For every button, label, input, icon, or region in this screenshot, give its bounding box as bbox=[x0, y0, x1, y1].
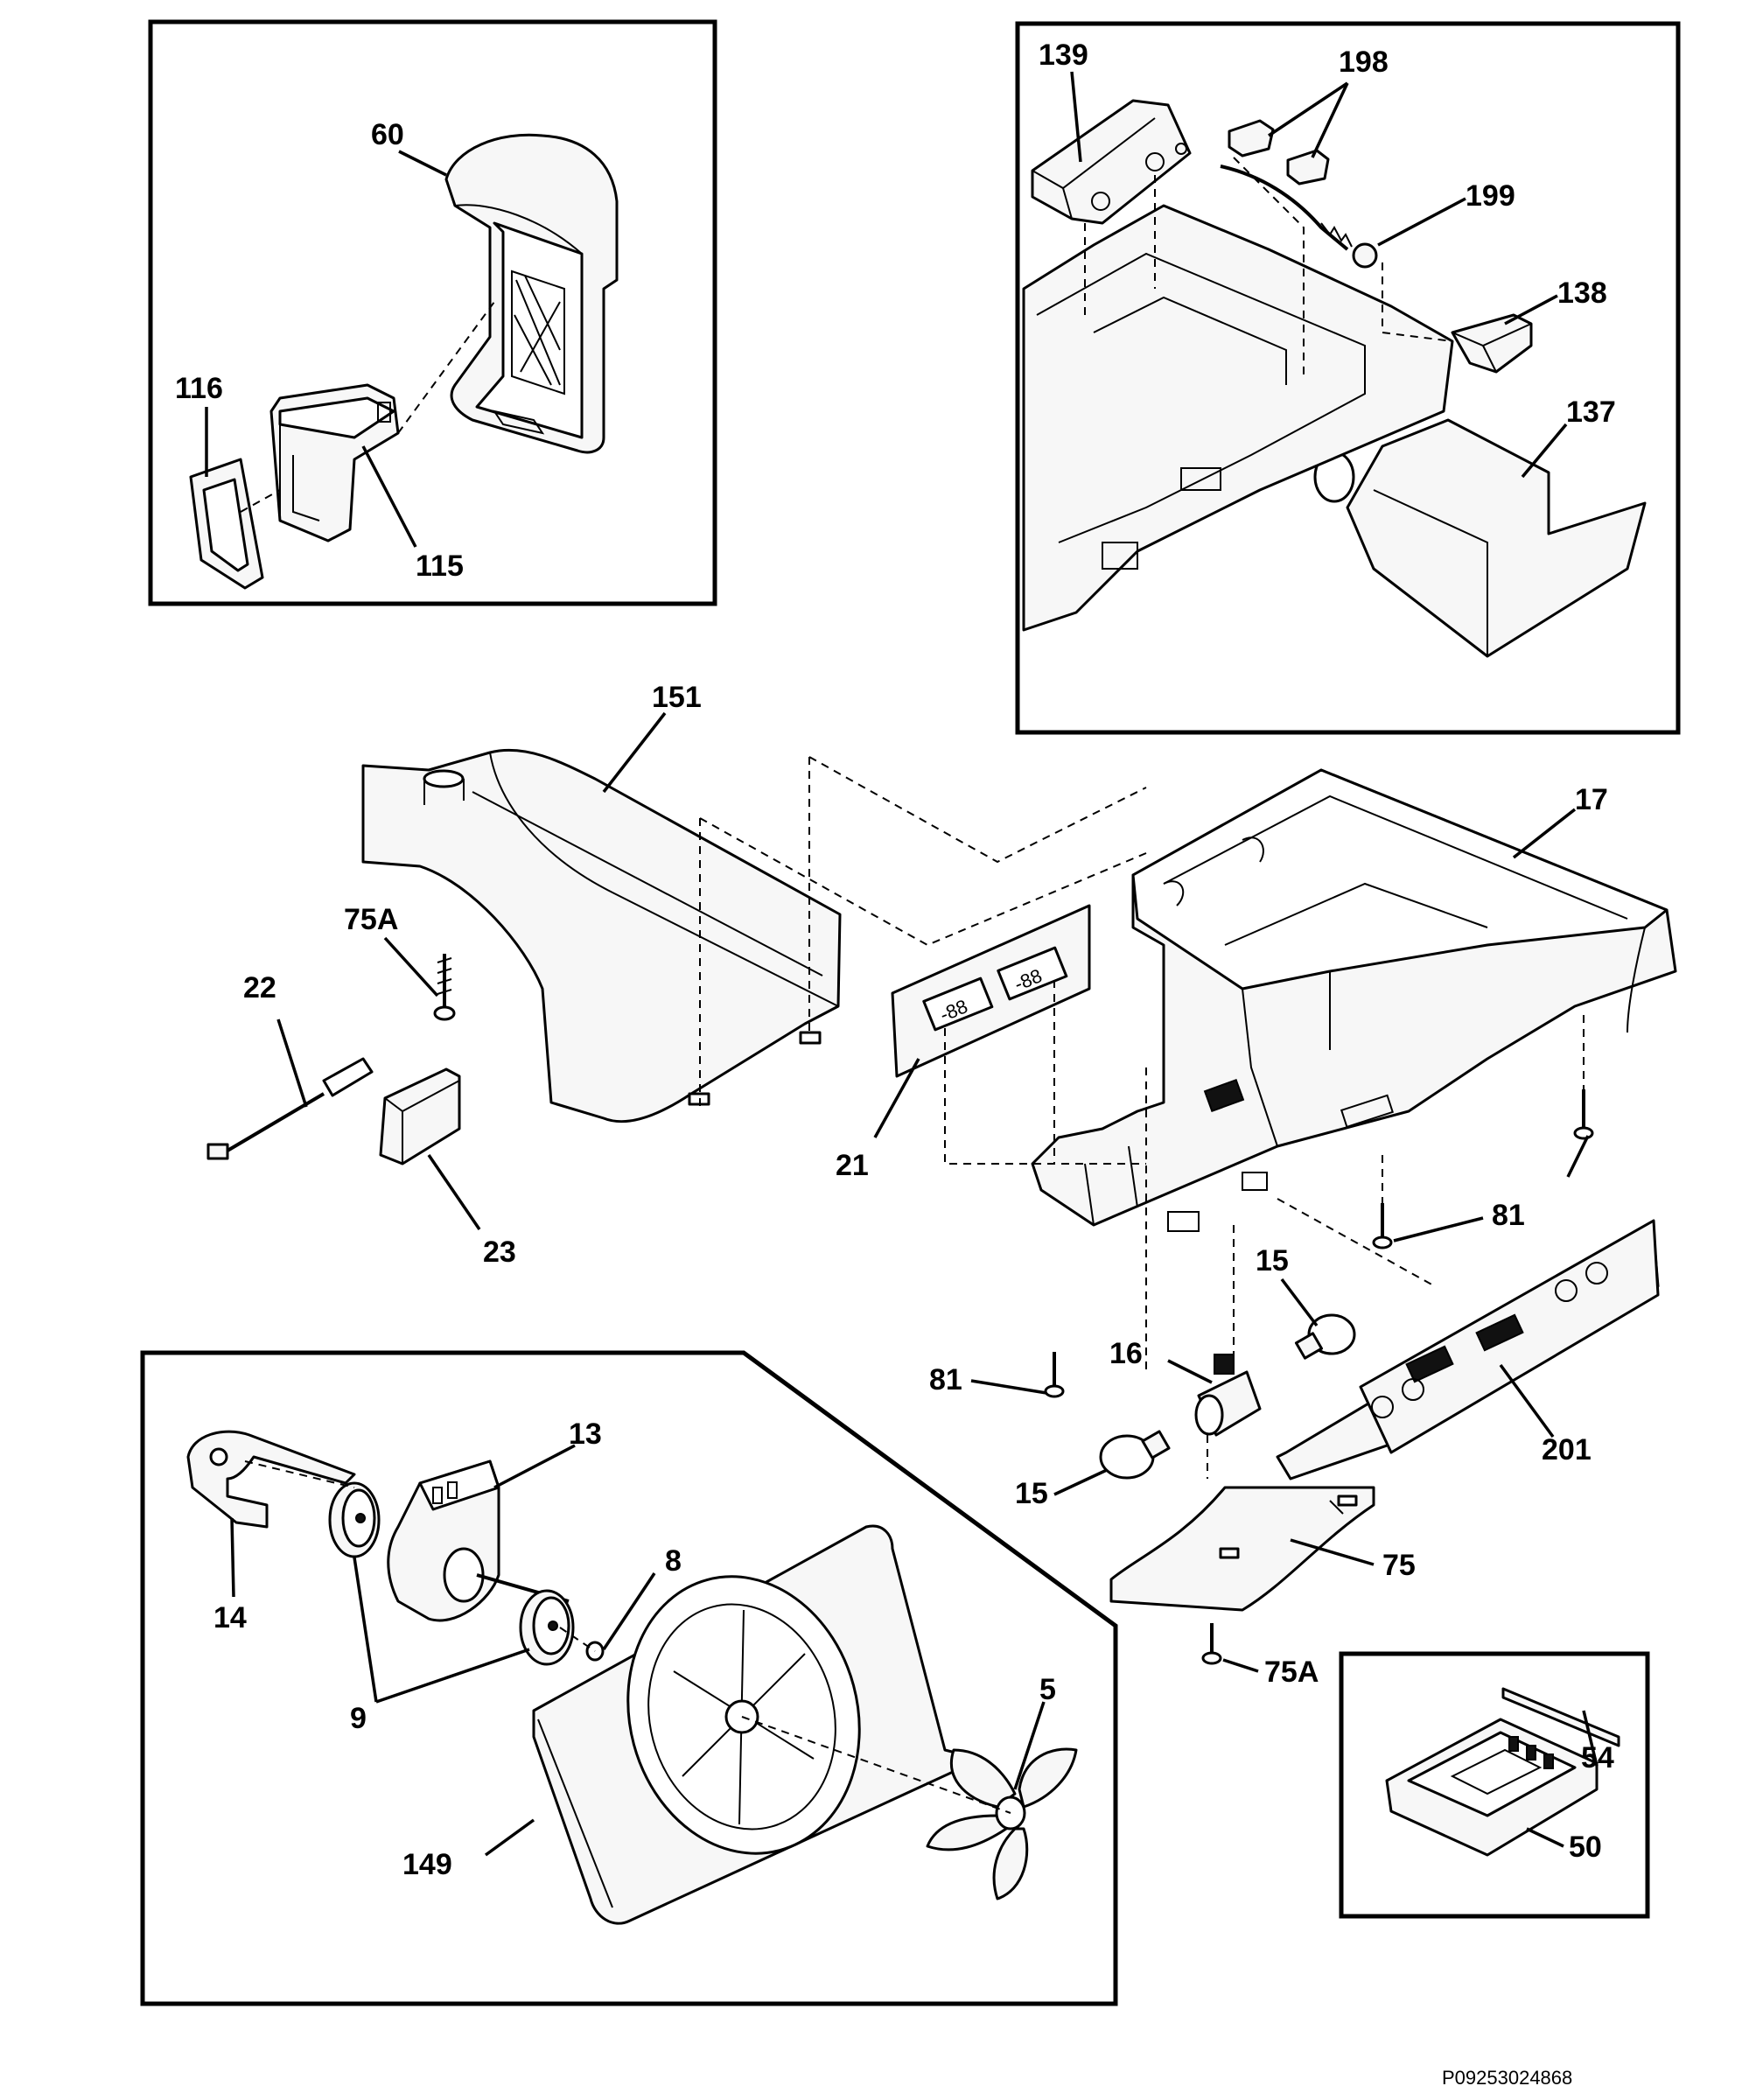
part-5-fan-blade bbox=[926, 1747, 1078, 1900]
part-15-top-bulb bbox=[1294, 1313, 1356, 1360]
part-16-socket bbox=[1194, 1354, 1262, 1437]
part-81-right-screw bbox=[1573, 1089, 1594, 1140]
part-9-lower-wheel bbox=[519, 1589, 575, 1666]
part-21-display-board: -88 -88 bbox=[891, 904, 1091, 1078]
callout-50: 50 bbox=[1569, 1830, 1602, 1864]
callout-201: 201 bbox=[1542, 1433, 1592, 1466]
callout-16: 16 bbox=[1109, 1337, 1143, 1370]
part-17-housing bbox=[1031, 768, 1677, 1232]
callout-9: 9 bbox=[350, 1702, 367, 1735]
part-115-actuator bbox=[269, 383, 400, 542]
callout-137: 137 bbox=[1566, 396, 1616, 429]
callout-198: 198 bbox=[1339, 46, 1389, 79]
leader-lines bbox=[205, 71, 1599, 1857]
inset-frame-bottom-right bbox=[1339, 1651, 1650, 1919]
part-22-sensor bbox=[206, 1057, 374, 1160]
callout-15-bottom: 15 bbox=[1015, 1477, 1048, 1510]
part-149-shroud bbox=[532, 1524, 964, 1925]
part-199-rod bbox=[1220, 164, 1378, 269]
reference-code: P09253024868 bbox=[1442, 2067, 1572, 2089]
part-81-center-screw bbox=[1372, 1203, 1393, 1250]
part-198-clips bbox=[1228, 119, 1330, 186]
callout-54: 54 bbox=[1581, 1741, 1614, 1774]
leader-dash-main bbox=[699, 756, 1585, 1479]
callout-5: 5 bbox=[1039, 1673, 1056, 1706]
part-137-chute bbox=[1313, 418, 1647, 658]
part-23-cover bbox=[379, 1068, 461, 1166]
inset-frame-top-left bbox=[148, 19, 717, 606]
part-50-tray bbox=[1385, 1718, 1599, 1857]
leader-dash-tr bbox=[1084, 157, 1453, 376]
part-116-gasket bbox=[189, 458, 264, 590]
callout-75: 75 bbox=[1382, 1549, 1416, 1582]
part-75a-bottom-screw bbox=[1201, 1623, 1222, 1665]
callout-138: 138 bbox=[1557, 276, 1607, 310]
callout-116: 116 bbox=[175, 372, 223, 405]
inset-frame-bottom-left bbox=[140, 1350, 1118, 2006]
part-14-bracket bbox=[186, 1430, 356, 1529]
callout-75a-top: 75A bbox=[344, 903, 398, 936]
part-60-housing bbox=[444, 133, 619, 454]
callout-139: 139 bbox=[1039, 38, 1088, 72]
part-151-duct bbox=[361, 748, 842, 1124]
part-81-left-screw bbox=[1044, 1352, 1065, 1398]
callout-81-right: 81 bbox=[1492, 1199, 1525, 1232]
callout-75a-bottom: 75A bbox=[1264, 1656, 1319, 1689]
callout-13: 13 bbox=[569, 1418, 602, 1451]
housing-detail-tr bbox=[1022, 204, 1454, 632]
callout-labels: 60 116 115 139 198 199 138 137 151 17 75… bbox=[175, 38, 1616, 1881]
part-75-shield bbox=[1109, 1486, 1375, 1612]
part-13-motor bbox=[387, 1460, 570, 1622]
leader-dash-bl bbox=[244, 1460, 1011, 1814]
part-9-upper-wheel bbox=[328, 1481, 381, 1558]
part-201-panel bbox=[1276, 1219, 1660, 1480]
callout-17: 17 bbox=[1575, 783, 1608, 816]
callout-149: 149 bbox=[402, 1848, 452, 1881]
callout-8: 8 bbox=[665, 1544, 682, 1578]
callout-199: 199 bbox=[1466, 179, 1515, 213]
callout-81-left: 81 bbox=[929, 1363, 962, 1396]
callout-21: 21 bbox=[836, 1149, 869, 1182]
leader-dash-tl bbox=[240, 301, 495, 513]
part-75a-top-screw bbox=[433, 954, 456, 1021]
part-139-module bbox=[1031, 99, 1192, 225]
callout-14: 14 bbox=[213, 1601, 247, 1634]
callout-23: 23 bbox=[483, 1236, 516, 1269]
callout-60: 60 bbox=[371, 118, 404, 151]
callout-22: 22 bbox=[243, 971, 276, 1004]
inset-frame-top-right bbox=[1015, 21, 1681, 735]
callout-15-top: 15 bbox=[1256, 1244, 1289, 1278]
callout-151: 151 bbox=[652, 681, 702, 714]
part-138-cover bbox=[1451, 313, 1533, 374]
part-15-bottom-bulb bbox=[1099, 1430, 1171, 1480]
callout-115: 115 bbox=[416, 550, 464, 583]
